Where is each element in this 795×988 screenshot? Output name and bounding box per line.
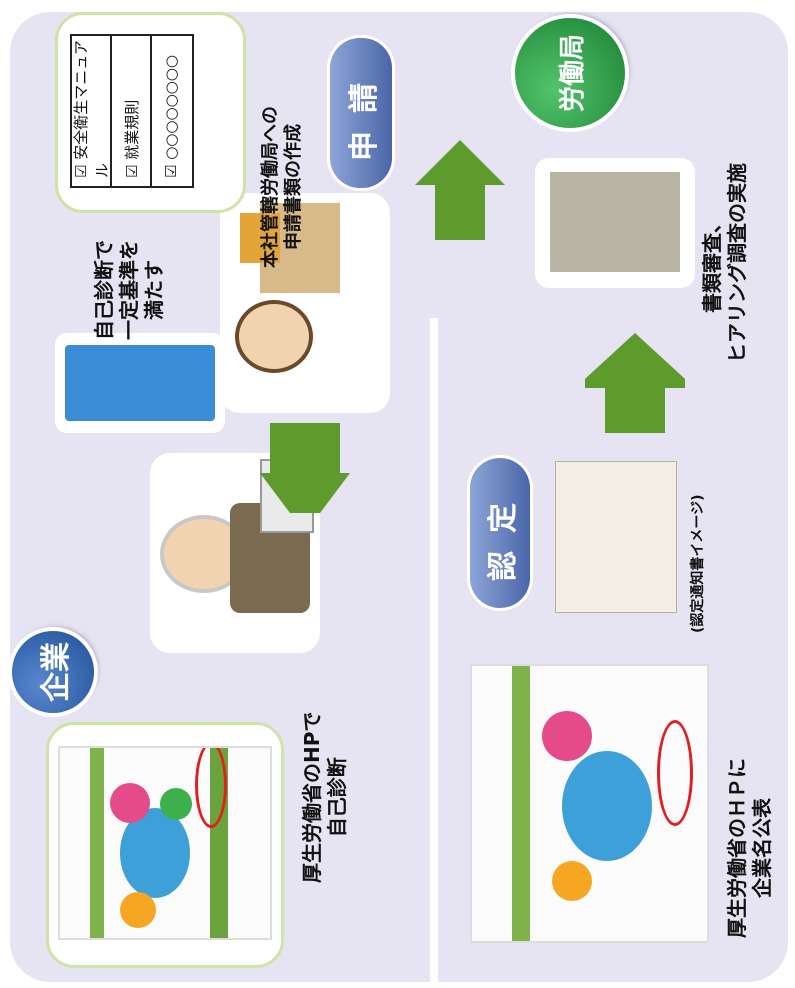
arrow-down bbox=[575, 323, 695, 443]
checklist-item: ☑ 就業規則 bbox=[112, 36, 152, 186]
highlight-ellipse-published bbox=[657, 720, 693, 826]
step-meet-standard: 自己診断で 一定基準を 満たす bbox=[92, 240, 166, 340]
apply-label: 申請 bbox=[330, 38, 392, 188]
certificate-caption: (認定通知書イメージ) bbox=[690, 494, 706, 633]
checklist: ☑ 安全衛生マニュアル☑ 就業規則 ☑ ○○○○○○○○ bbox=[70, 34, 194, 188]
highlight-ellipse bbox=[195, 746, 227, 828]
certify-label: 認定 bbox=[470, 458, 530, 608]
section-divider bbox=[430, 318, 438, 988]
checklist-item: ☑ ○○○○○○○○ bbox=[162, 55, 180, 178]
labour-bureau-label: 労働局 bbox=[515, 18, 625, 128]
company-building-icon bbox=[55, 333, 225, 433]
step-prepare-docs: 本社管轄労働局への 申請書類の作成 bbox=[260, 106, 304, 268]
website-screenshot-published bbox=[470, 664, 709, 943]
arrow-right bbox=[415, 140, 505, 240]
labour-bureau-building-icon bbox=[535, 158, 695, 288]
step-review: 書類審査、 ヒアリング調査の実施 bbox=[700, 163, 749, 363]
arrow-up-1 bbox=[240, 403, 370, 533]
certificate-image bbox=[555, 461, 677, 613]
checklist-item: ☑ 安全衛生マニュアル bbox=[72, 36, 112, 186]
step-publish: 厚生労働省のＨＰに 企業名公表 bbox=[725, 758, 774, 938]
website-screenshot-company bbox=[58, 746, 272, 940]
company-label: 企業 bbox=[12, 631, 94, 713]
step-self-check: 厚生労働省のHPで 自己診断 bbox=[300, 711, 349, 883]
staff-writing-illustration bbox=[220, 193, 390, 413]
